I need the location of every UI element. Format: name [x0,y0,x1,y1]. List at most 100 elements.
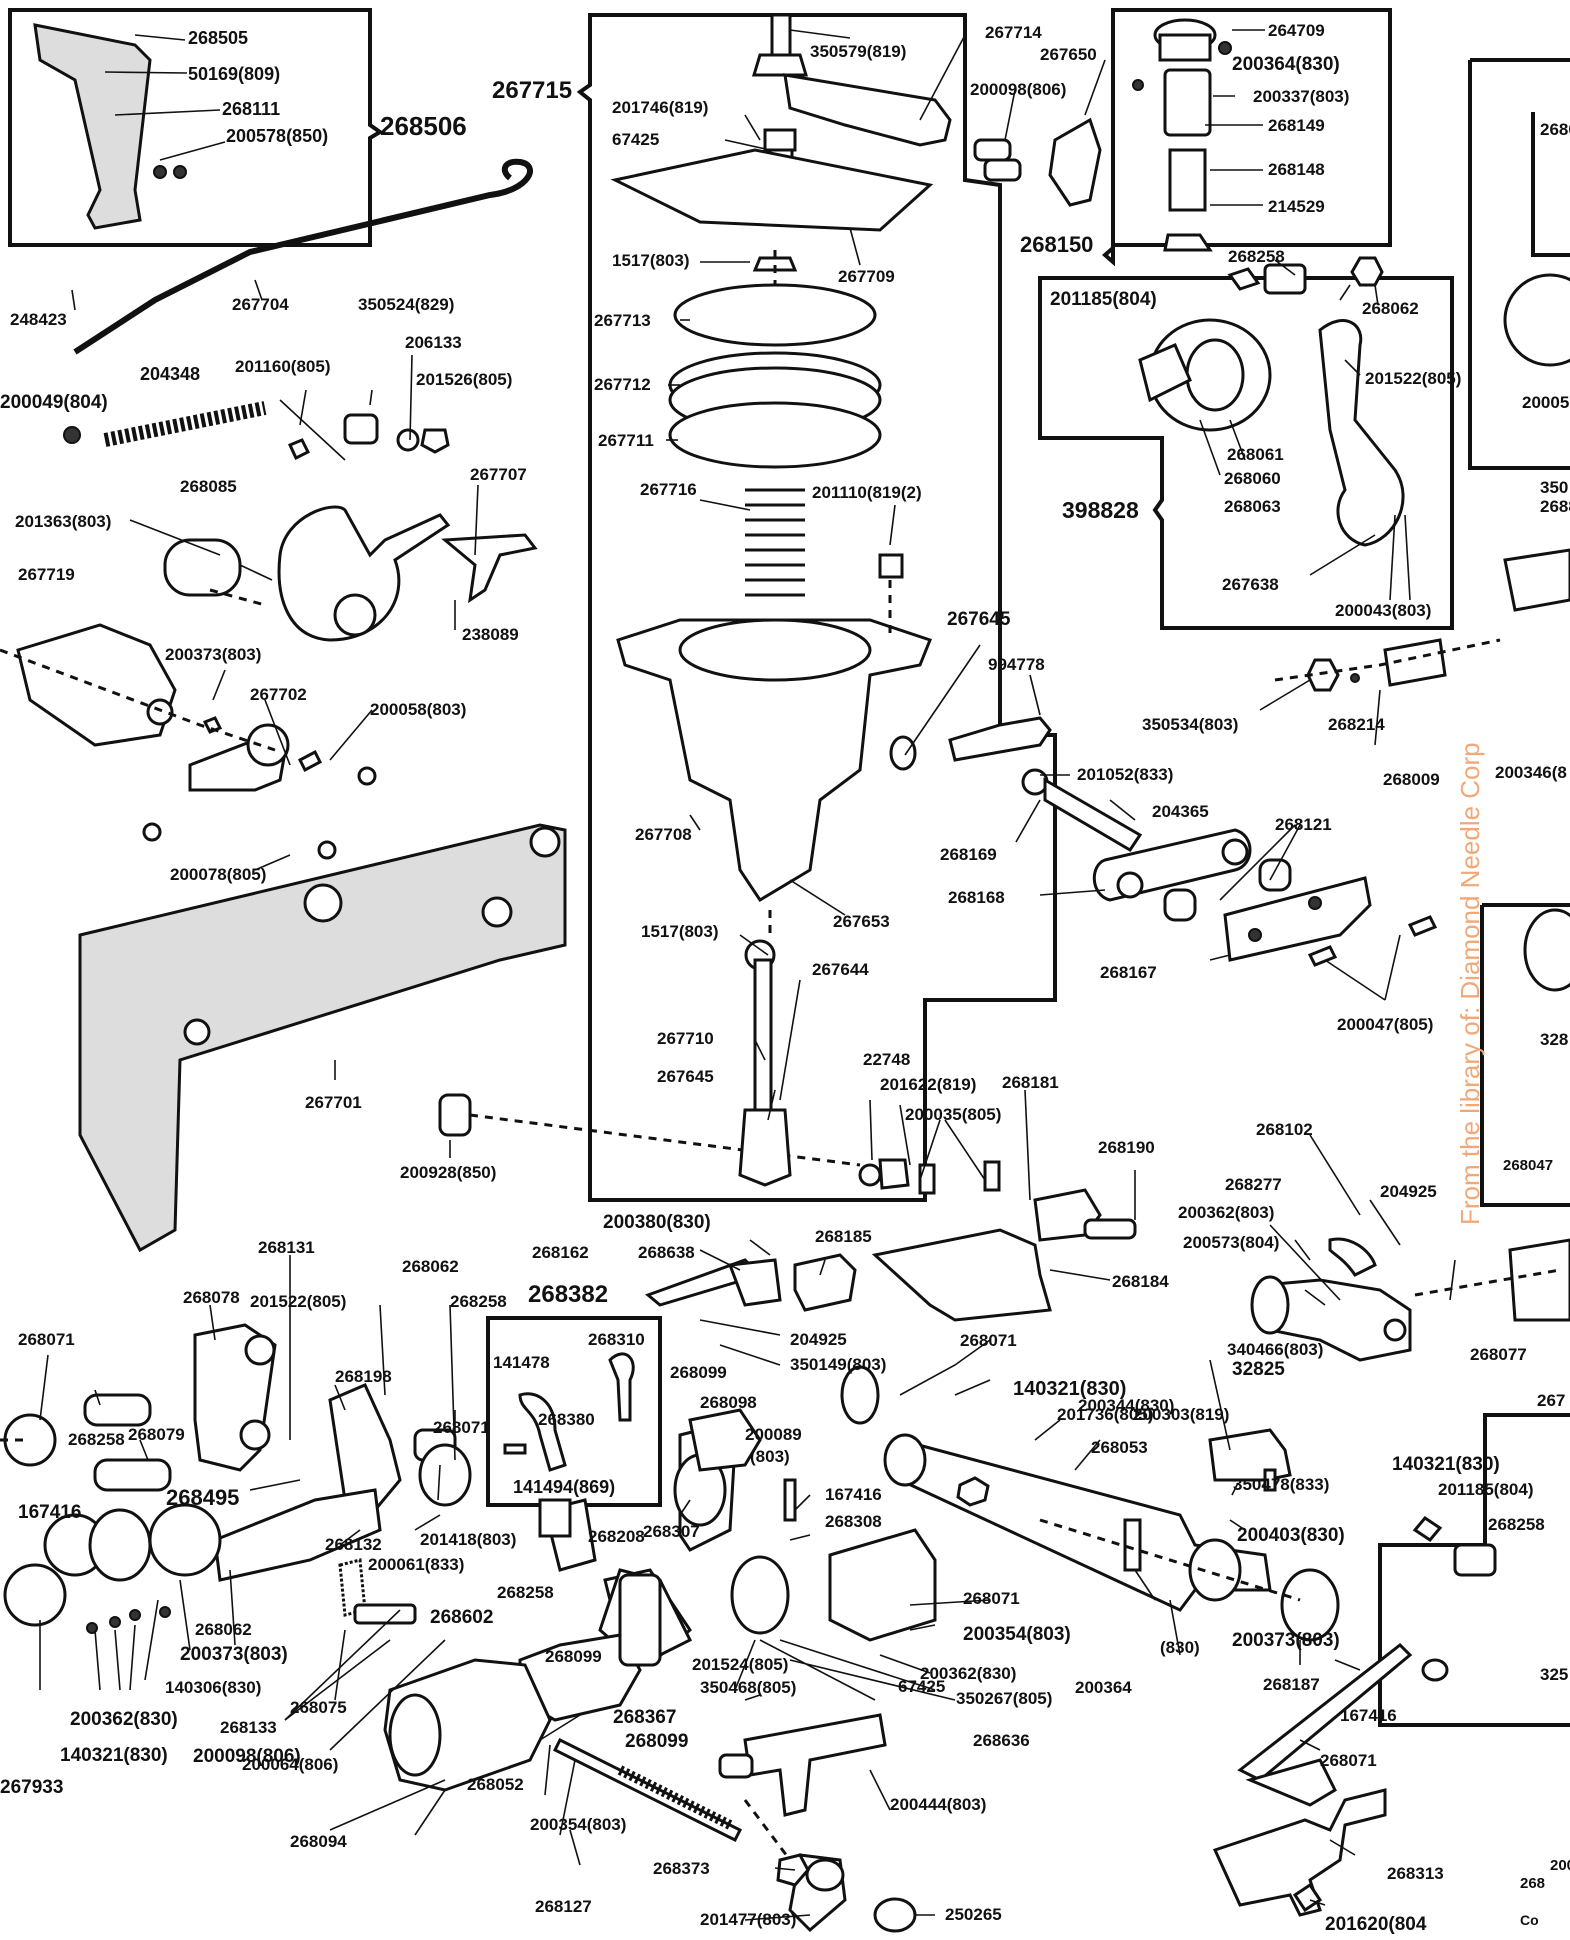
part-label: 267713 [594,311,651,330]
part-label: 268071 [433,1418,490,1437]
part-label: 268258 [1488,1515,1545,1534]
part-label: 201363(803) [15,512,111,531]
part-label: 267708 [635,825,692,844]
part-label: 268150 [1020,232,1093,257]
part-label: 238089 [462,625,519,644]
part-label: 325 [1540,1665,1568,1684]
part-label: 200362(830) [70,1709,178,1730]
part-label: 268099 [545,1647,602,1666]
bracket-268184 [871,1228,1052,1322]
leader-lines [39,29,1456,1921]
part-label: 268121 [1275,815,1332,834]
bracket-267701 [78,823,567,1253]
part-label: 268367 [613,1707,676,1728]
part-label: 268071 [960,1331,1017,1350]
part-label: 268184 [1112,1272,1169,1291]
part-label: 398828 [1062,497,1139,523]
part-label: 268063 [1224,497,1281,516]
part-label: 167416 [18,1502,81,1523]
part-label: 200098(806) [193,1746,301,1767]
part-label: 268277 [1225,1175,1282,1194]
shaft-268495 [213,1488,382,1582]
part-label: (830) [1160,1638,1200,1657]
part-label: 167416 [1340,1706,1397,1725]
part-label: 268214 [1328,715,1385,734]
part-label: 350534(803) [1142,715,1238,734]
part-label: 200364(830) [1232,54,1340,75]
arm-267714 [783,73,952,147]
part-label: 200064(806) [242,1755,338,1774]
part-label: 141478 [493,1353,550,1372]
part-label: 268071 [963,1589,1020,1608]
part-label: 140306(830) [165,1678,261,1697]
part-label: 268062 [195,1620,252,1639]
part-label: 267701 [305,1093,362,1112]
part-label: 267638 [1222,575,1279,594]
part-label: 328 [1540,1030,1568,1049]
part-label: 350468(805) [700,1678,796,1697]
part-label: 204348 [140,364,200,384]
part-label: 268052 [467,1775,524,1794]
part-label: 268506 [380,111,467,141]
part-label: 268071 [18,1330,75,1349]
part-label: 268148 [1268,160,1325,179]
bracket-268111 [33,23,152,230]
part-label: 268079 [128,1425,185,1444]
parts [3,13,1570,1933]
part-label: 268111 [222,99,280,119]
part-label: 201736(805) [1057,1405,1153,1424]
part-label: 350267(805) [956,1689,1052,1708]
part-label: 267716 [640,480,697,499]
part-label: 268181 [1002,1073,1059,1092]
part-label: 201185(804) [1438,1480,1533,1499]
part-label: 201052(833) [1077,765,1173,784]
part-label: 1517(803) [641,922,719,941]
part-label: 268167 [1100,963,1157,982]
part-label: 200573(804) [1183,1233,1279,1252]
part-label: 204925 [790,1330,847,1349]
part-label: 268077 [1470,1345,1527,1364]
part-label: 200380(830) [603,1212,711,1233]
part-label: 268806 [1540,497,1570,516]
part-label: 267714 [985,23,1042,42]
part-label: 200035(805) [905,1105,1001,1124]
part-label: 268133 [220,1718,277,1737]
part-label: 268162 [532,1243,589,1262]
part-label: All R [0,0,39,4]
part-label: (803) [750,1447,790,1466]
part-label: 214529 [1268,197,1325,216]
assembly-lines [0,588,1561,1861]
part-label: 268307 [643,1522,700,1541]
part-label: 201185(804) [1050,289,1157,310]
part-label: 268310 [588,1330,645,1349]
part-label: 200403(830) [1237,1525,1345,1546]
frames [8,8,1570,1727]
part-label: 250265 [945,1905,1002,1924]
part-label: 267712 [594,375,651,394]
part-label: 268132 [325,1535,382,1554]
part-label: 267644 [812,960,869,979]
part-label: 268094 [290,1832,347,1851]
part-label: 268168 [948,888,1005,907]
part-label: 268 [1520,1875,1545,1892]
part-label: 167416 [825,1485,882,1504]
part-label: 350524(829) [358,295,454,314]
part-label: 201522(805) [1365,369,1461,388]
part-label: 50169(809) [188,64,280,84]
part-label: 267704 [232,295,289,314]
part-label: 267 [1537,1391,1565,1410]
part-label: 267933 [0,1777,63,1798]
part-label: 1517(803) [612,251,690,270]
part-label: 67425 [898,1677,945,1696]
part-label: 201160(805) [235,357,330,376]
part-label: 268085 [180,477,237,496]
part-label: 248423 [10,310,67,329]
part-label: 268258 [1228,247,1285,266]
part-label: 200049(804) [0,392,108,413]
part-label: 268047 [1503,1157,1553,1174]
part-label: 267710 [657,1029,714,1048]
part-label: 200061(833) [368,1555,464,1574]
part-label: 141494(869) [513,1477,615,1497]
